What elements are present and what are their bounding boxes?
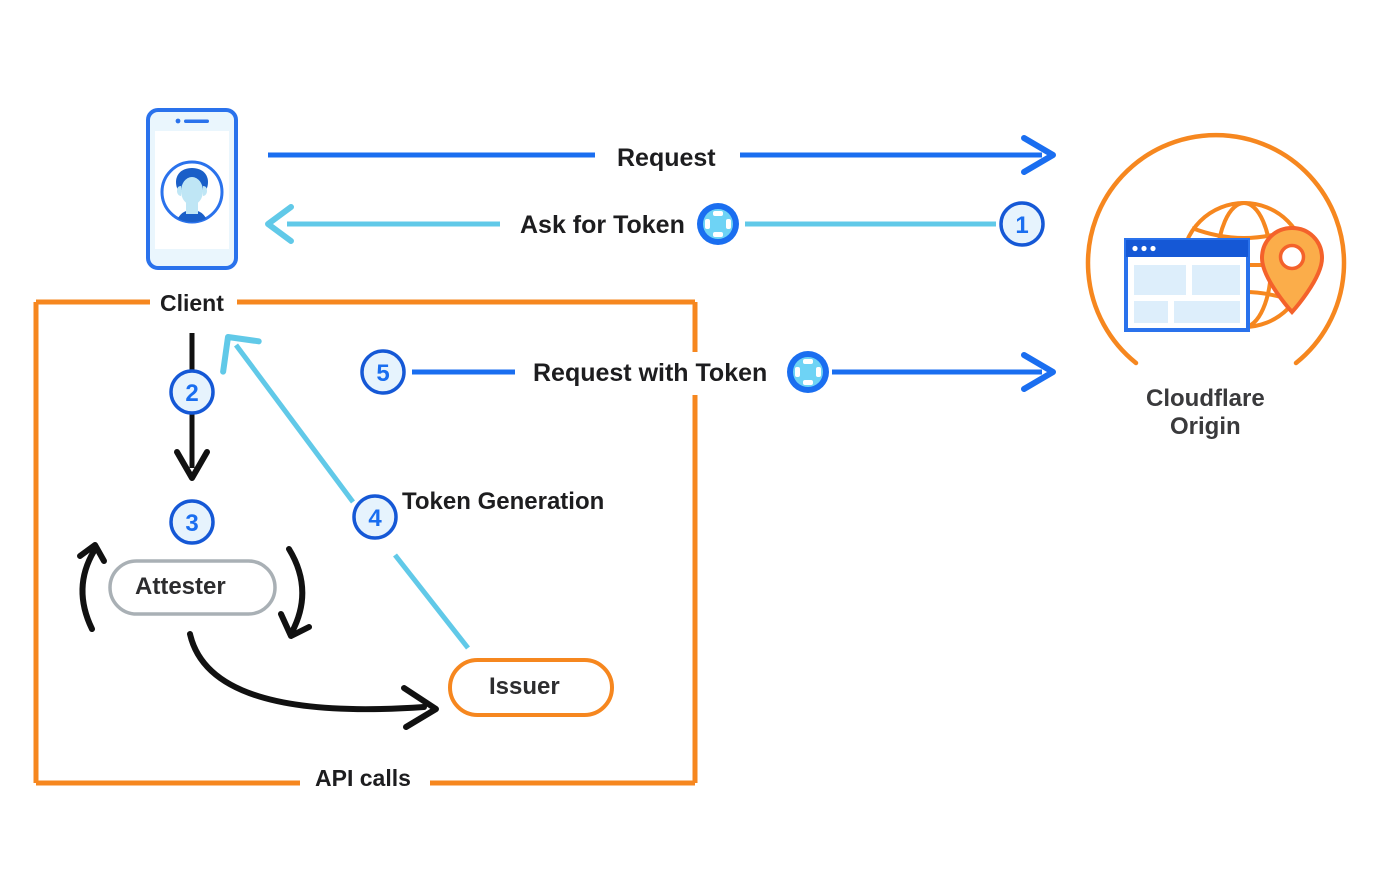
cloudflare-origin-icon <box>1085 132 1347 366</box>
node-label-client: Client <box>150 290 234 317</box>
flow-arrow-attester-loop-right <box>278 546 312 639</box>
client-phone-icon <box>146 108 238 270</box>
browser-window-icon <box>1124 238 1250 332</box>
origin-label-line2: Origin <box>1170 412 1241 440</box>
flow-label-token-generation: Token Generation <box>402 488 604 516</box>
flow-label-request: Request <box>607 144 726 173</box>
flow-label-ask-for-token: Ask for Token <box>510 211 695 240</box>
origin-label-line1: Cloudflare <box>1146 385 1265 412</box>
step-badge-3: 3 <box>169 499 215 545</box>
location-pin-icon <box>1259 225 1325 315</box>
step-badge-2: 2 <box>169 369 215 415</box>
step-badge-1-number: 1 <box>1015 212 1028 239</box>
flow-arrow-ask-for-token <box>265 204 996 244</box>
step-badge-5: 5 <box>360 349 406 395</box>
user-avatar-icon <box>160 160 224 224</box>
group-box-label-api-calls: API calls <box>305 765 421 792</box>
token-generation-line1: Token <box>402 488 471 515</box>
privacy-pass-token-icon-ask <box>697 203 739 245</box>
node-label-cloudflare-origin: Cloudflare Origin <box>1146 385 1265 440</box>
node-label-attester: Attester <box>135 573 226 600</box>
flow-arrow-request-with-token <box>412 352 1056 392</box>
api-calls-group-box <box>33 299 698 786</box>
privacy-pass-token-icon-request <box>787 351 829 393</box>
flow-arrow-request <box>268 135 1056 175</box>
step-badge-4: 4 <box>352 494 398 540</box>
step-badge-4-number: 4 <box>368 505 382 532</box>
step-badge-1: 1 <box>999 201 1045 247</box>
attester-node <box>108 559 277 616</box>
flow-arrow-attester-loop-left <box>77 542 107 632</box>
step-badge-3-number: 3 <box>185 510 198 537</box>
flow-arrow-token-generation <box>220 334 470 650</box>
flow-arrow-attester-to-issuer <box>187 631 439 730</box>
step-badge-5-number: 5 <box>376 360 389 387</box>
node-label-issuer: Issuer <box>489 673 560 700</box>
flow-arrow-client-to-attester <box>174 333 210 481</box>
token-generation-line2: Generation <box>477 488 605 515</box>
step-badge-2-number: 2 <box>185 380 198 407</box>
flow-label-request-with-token: Request with Token <box>523 359 778 388</box>
issuer-node <box>448 658 614 717</box>
